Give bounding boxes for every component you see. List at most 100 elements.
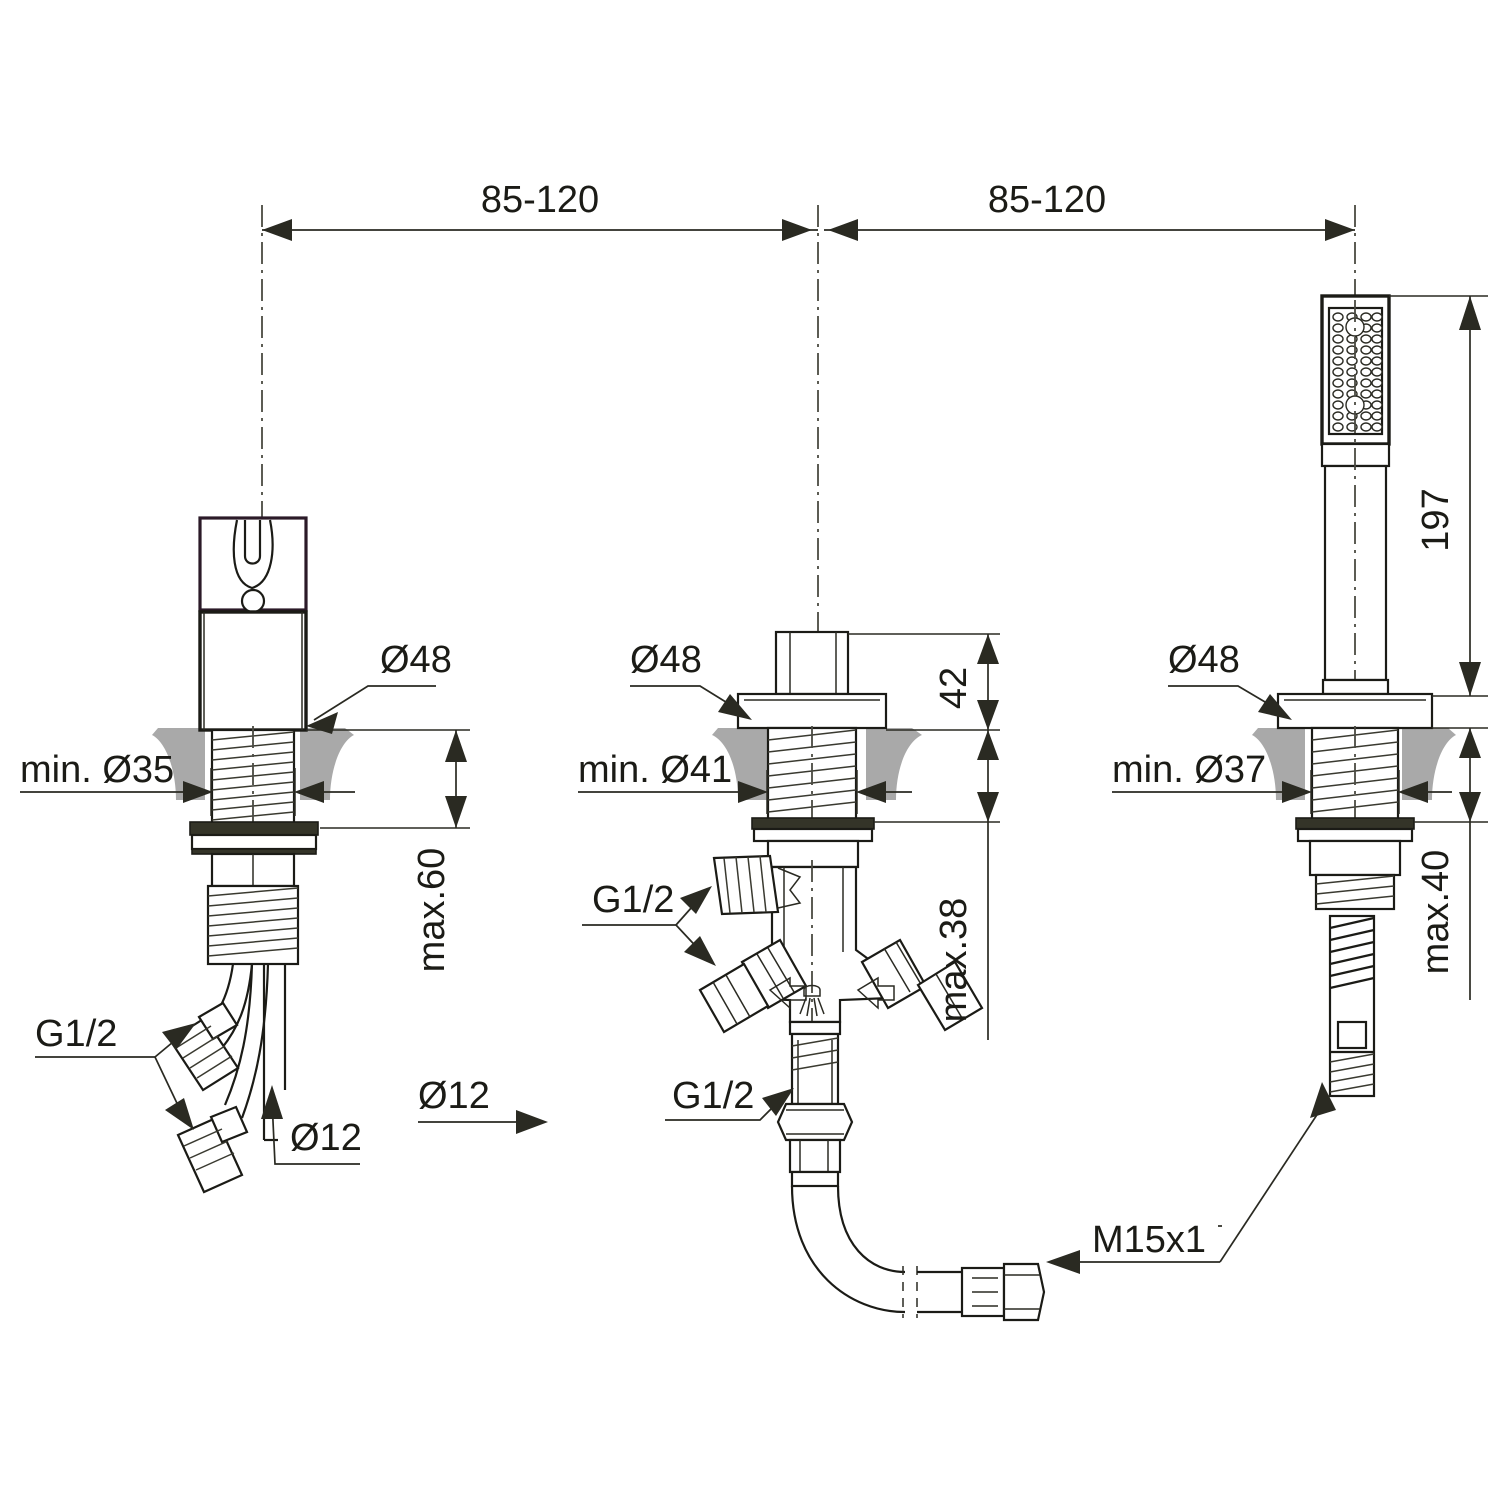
- hose-2-edge-b: [240, 963, 270, 1119]
- dimension-right-min-hole: min. Ø37: [1112, 749, 1452, 814]
- coil-turns: [1329, 916, 1375, 990]
- mixer-lock-nut: [189, 821, 319, 855]
- handshower-lock-nut: [1295, 817, 1415, 911]
- label-right-min-hole: min. Ø37: [1112, 749, 1266, 791]
- port-ul-body: [712, 854, 780, 916]
- dimension-right-max-thickness: max.40: [1414, 727, 1488, 1000]
- label-left-g12: G1/2: [35, 1013, 117, 1055]
- diverter-spindle-cap: [774, 630, 850, 696]
- arrow-min35-right: [183, 781, 213, 803]
- handshower-nut-top: [1295, 817, 1415, 830]
- arrow-mid-g12-lower: [684, 936, 716, 966]
- handle-indicator-dot: [240, 588, 266, 614]
- deck-slab-right-left: [1252, 728, 1305, 800]
- flow-arrow-left: [768, 976, 807, 1010]
- dimension-mid-min-hole: min. Ø41: [578, 749, 912, 814]
- leader-left-g12: G1/2: [35, 1013, 196, 1130]
- handshower-nut-mid: [1296, 827, 1414, 843]
- mixer-threaded-shank-upper: [210, 726, 296, 830]
- outlet-washer: [788, 1020, 842, 1036]
- spray-jet-3: [813, 997, 818, 1017]
- valve-port-upper-left: [712, 854, 802, 916]
- shower-handle-base: [1321, 678, 1390, 696]
- label-right-dia48: Ø48: [1168, 639, 1240, 681]
- label-right-shower-length: 197: [1415, 488, 1457, 551]
- assembly-middle-diverter: Ø48 min. Ø41 42 max.38: [418, 630, 1046, 1322]
- diverter-outlet-stem: [776, 1020, 854, 1174]
- escutcheon-flange: [736, 692, 888, 730]
- leader-arrow-dia48-left: [306, 712, 338, 734]
- arrow-m15-up: [1310, 1082, 1336, 1118]
- handshower-lower-thread-hatch: [1315, 875, 1395, 905]
- deck-countertop-middle: [712, 728, 922, 800]
- arrow-42-bottom: [977, 700, 999, 730]
- assembly-right-handshower: Ø48 min. Ø37 197: [1046, 294, 1488, 1274]
- diverter-valve-body: [698, 854, 984, 1034]
- hose-curve-outer: [836, 1185, 906, 1274]
- port-ul-flow-symbol: [777, 867, 802, 909]
- label-mid-dia48: Ø48: [630, 639, 702, 681]
- arrow-min41-right: [738, 781, 768, 803]
- leader-left-dia12: Ø12: [261, 1085, 362, 1165]
- lock-nut-plate-top: [189, 821, 319, 836]
- port-r-rib-b: [895, 941, 923, 987]
- arrow-min37-left: [1398, 781, 1428, 803]
- label-mid-g12-outlet: G1/2: [672, 1075, 754, 1117]
- arrow-g12-lower: [165, 1098, 194, 1130]
- shower-spray-symbol: [799, 984, 825, 1017]
- leader-mid-g12-outlet: G1/2: [665, 1075, 794, 1121]
- arrowhead-left-inner: [782, 219, 812, 241]
- spray-jet-2: [806, 997, 811, 1017]
- connector-1-nipple: [197, 1001, 239, 1041]
- label-left-min-hole: min. Ø35: [20, 749, 174, 791]
- port-ll-rib-a: [756, 953, 784, 999]
- handle-lever-inner: [243, 520, 262, 565]
- hand-shower-head: [1320, 294, 1391, 700]
- handshower-threaded-shank: [1310, 726, 1400, 824]
- hose-end-nut: [1002, 1262, 1046, 1322]
- arrow-197-bottom: [1459, 662, 1481, 696]
- deck-slab-left-side: [152, 728, 205, 800]
- handle-lever-outline: [232, 519, 274, 590]
- leader-m15x1: M15x1: [1046, 1082, 1336, 1274]
- label-mid-spindle-height: 42: [933, 667, 975, 709]
- valve-port-lower-left: [698, 938, 808, 1034]
- diverter-threaded-shank: [766, 726, 858, 824]
- spray-jet-4: [817, 997, 825, 1015]
- label-mid-min-hole: min. Ø41: [578, 749, 732, 791]
- arrow-mid-g12-upper: [680, 886, 712, 914]
- arrow-max40-bottom: [1459, 792, 1481, 822]
- dimension-mid-max-thickness: max.38: [874, 730, 1000, 1040]
- arrow-min35-left: [294, 781, 324, 803]
- outlet-stem-thread: [791, 1037, 839, 1071]
- hose-end-thread: [1329, 1053, 1375, 1093]
- valve-port-right: [856, 938, 984, 1032]
- leader-mid-dia12: Ø12: [418, 1075, 548, 1134]
- connector-2-body: [176, 1116, 244, 1194]
- leader-right-dia48: Ø48: [1168, 639, 1292, 720]
- mixer-escutcheon-barrel: [198, 610, 308, 732]
- arrow-mid-dia12: [516, 1110, 548, 1134]
- hose-2-edge-a: [223, 963, 254, 1106]
- handshower-escutcheon: [1276, 692, 1434, 730]
- connector-2-hatch: [183, 1128, 235, 1171]
- diverter-nut-mid: [752, 827, 874, 843]
- hose-ferrule: [788, 1138, 842, 1174]
- arrow-m15-left: [1046, 1250, 1080, 1274]
- label-left-max-thickness: max.60: [411, 848, 453, 973]
- diverter-escutcheon: [736, 692, 888, 730]
- hose-1-edge-b: [221, 963, 254, 1049]
- mixer-handle-cap: [198, 516, 308, 614]
- assembly-left-mixer: Ø48 min. Ø35 max.60 G1: [20, 516, 470, 1194]
- port-ll-nut-rib-a: [712, 981, 738, 1025]
- label-mid-g12-inlet: G1/2: [592, 879, 674, 921]
- hose-2-connector: [176, 1105, 249, 1194]
- arrow-max40-top: [1459, 728, 1481, 758]
- arrowhead-right-outer: [1325, 219, 1355, 241]
- top-dim-left-label: 85-120: [481, 179, 599, 221]
- top-dimension-chain: 85-120 85-120: [261, 179, 1356, 640]
- port-ll-nut-rib-b: [725, 974, 751, 1018]
- leader-mid-g12-inlet: G1/2: [582, 879, 716, 966]
- arrow-mid-g12-outlet: [762, 1088, 794, 1116]
